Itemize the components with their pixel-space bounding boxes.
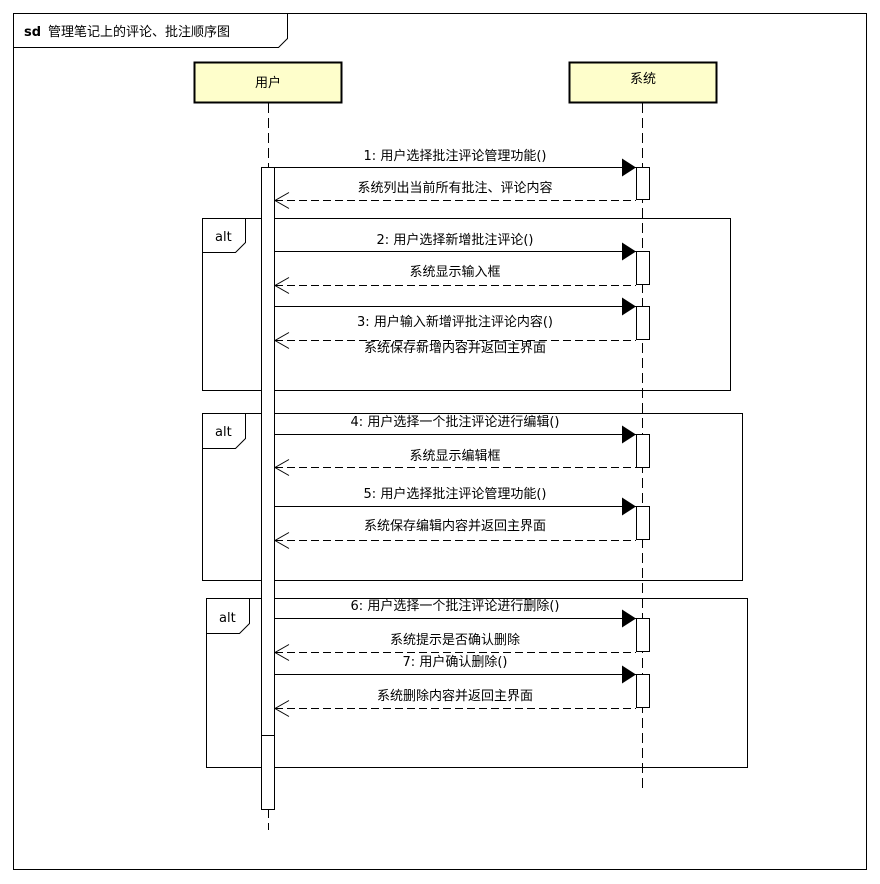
activation-system [636, 167, 650, 200]
alt-fragment-1: alt [202, 218, 731, 391]
alt-fragment-1-label: alt [215, 230, 232, 245]
activation-system [636, 506, 650, 540]
arrowhead-filled [622, 609, 636, 628]
arrowhead-filled [622, 665, 636, 684]
activation-user [261, 167, 275, 810]
alt-fragment-3-label: alt [219, 611, 236, 626]
activation-system [636, 618, 650, 652]
activation-system [636, 674, 650, 708]
arrowhead-filled [622, 158, 636, 177]
messages-group: 1: 用户选择批注评论管理功能() 系统列出当前所有批注、评论内容 2: 用户选择新… [273, 148, 636, 717]
message-label: 7: 用户确认删除() [403, 654, 508, 670]
message-label: 2: 用户选择新增批注评论() [377, 232, 534, 248]
frame-keyword: sd [24, 25, 41, 40]
message-label: 系统删除内容并返回主界面 [377, 688, 533, 704]
activation-system [636, 251, 650, 285]
arrowhead-filled [622, 497, 636, 516]
frame-title-tab [13, 13, 288, 48]
alt-fragment-2-label: alt [215, 425, 232, 440]
message-label: 4: 用户选择一个批注评论进行编辑() [351, 414, 560, 430]
message-label: 系统列出当前所有批注、评论内容 [357, 180, 552, 196]
arrowhead-filled [622, 242, 636, 261]
arrowhead-open [273, 700, 290, 717]
arrowhead-open [273, 532, 290, 549]
participant-user-label: 用户 [255, 75, 281, 91]
activation-system [636, 434, 650, 468]
message-label: 5: 用户选择批注评论管理功能() [364, 486, 547, 502]
alt-fragment-3: alt [206, 598, 748, 768]
participant-system[interactable]: 系统 [568, 61, 718, 104]
message-label: 3: 用户输入新增评批注评论内容() [357, 314, 553, 330]
arrowhead-filled [622, 425, 636, 444]
message-label: 1: 用户选择批注评论管理功能() [364, 148, 547, 164]
message-label: 系统保存新增内容并返回主界面 [364, 340, 546, 356]
activation-system [636, 306, 650, 340]
alt-fragment-2: alt [202, 413, 743, 581]
message-label: 系统保存编辑内容并返回主界面 [364, 518, 546, 534]
diagram-frame [13, 13, 867, 870]
message-label: 系统显示编辑框 [409, 449, 500, 464]
participant-user[interactable]: 用户 [193, 61, 343, 104]
frame-title: 管理笔记上的评论、批注顺序图 [48, 24, 230, 40]
message-label: 系统提示是否确认删除 [390, 632, 520, 648]
arrowhead-open [273, 644, 290, 661]
arrowhead-open [273, 459, 290, 476]
arrowhead-open [273, 192, 290, 209]
arrowhead-open [273, 332, 290, 349]
message-label: 系统显示输入框 [409, 264, 500, 280]
message-label: 6: 用户选择一个批注评论进行删除() [351, 598, 560, 614]
participant-system-label: 系统 [630, 72, 656, 87]
arrowhead-filled [622, 297, 636, 316]
arrowhead-open [273, 277, 290, 294]
